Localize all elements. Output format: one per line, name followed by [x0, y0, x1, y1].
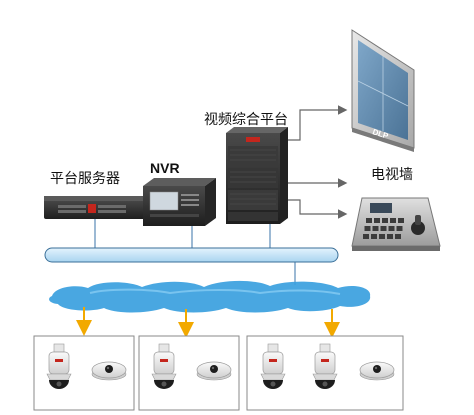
- network-cloud: [49, 280, 371, 313]
- nvr-device: [143, 178, 216, 226]
- keyboard-key: [371, 234, 377, 239]
- keyboard-key: [363, 234, 369, 239]
- keyboard-key: [374, 218, 380, 223]
- keyboard-key: [372, 226, 379, 231]
- keyboard-key: [390, 218, 396, 223]
- fisheye-camera-icon: [91, 361, 127, 381]
- dome-camera-icon: [260, 343, 286, 389]
- keyboard-key: [387, 234, 393, 239]
- video-wall-device: DLP: [351, 29, 415, 152]
- keyboard-key: [395, 234, 401, 239]
- platform-server-device: [44, 196, 146, 219]
- keyboard-key: [364, 226, 371, 231]
- cameras: [46, 343, 395, 389]
- cloud-to-camera-arrows: [76, 307, 340, 338]
- platform-to-keyboard-line: [285, 199, 348, 219]
- video-platform-label: 视频综合平台: [204, 112, 288, 128]
- dome-camera-icon: [46, 343, 72, 389]
- network-bus: [44, 247, 339, 263]
- nvr-label: NVR: [150, 160, 180, 176]
- cloud-highlight: [89, 288, 341, 295]
- platform-server-label: 平台服务器: [50, 171, 120, 187]
- fisheye-camera-icon: [196, 361, 232, 381]
- keyboard-key: [398, 218, 404, 223]
- keyboard-key: [379, 234, 385, 239]
- keyboard-key: [388, 226, 395, 231]
- video-platform-device: [226, 127, 288, 224]
- dome-camera-icon: [312, 343, 338, 389]
- output-connections: [285, 105, 348, 219]
- keyboard-key: [382, 218, 388, 223]
- device-connections: [94, 219, 296, 285]
- platform-to-wall-line: [285, 105, 348, 141]
- dome-camera-icon: [151, 343, 177, 389]
- keyboard-key: [380, 226, 387, 231]
- video-wall-label: 电视墙: [371, 167, 413, 183]
- control-keyboard-device: [351, 197, 441, 251]
- fisheye-camera-icon: [359, 361, 395, 381]
- keyboard-key: [366, 218, 372, 223]
- keyboard-key: [396, 226, 403, 231]
